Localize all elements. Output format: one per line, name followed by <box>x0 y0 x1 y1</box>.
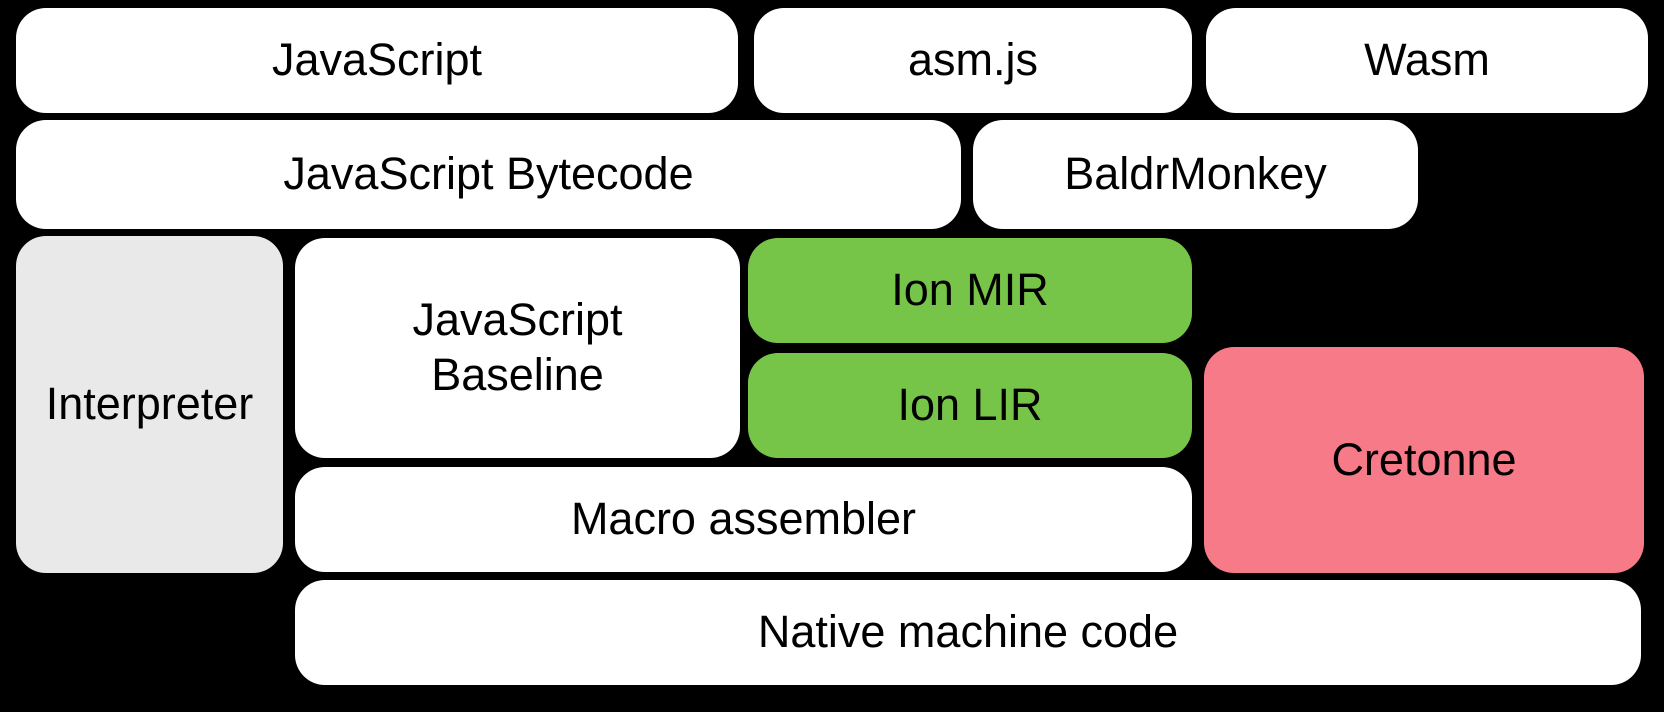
node-baldrmonkey-label: BaldrMonkey <box>1064 148 1327 200</box>
node-native-machine-code: Native machine code <box>295 580 1641 685</box>
node-javascript-label: JavaScript <box>271 34 483 86</box>
node-ion-mir-label: Ion MIR <box>891 264 1049 316</box>
node-macro-assembler-label: Macro assembler <box>570 493 917 545</box>
node-ion-lir: Ion LIR <box>748 353 1192 458</box>
node-macro-assembler: Macro assembler <box>295 467 1192 572</box>
node-interpreter: Interpreter <box>16 236 283 573</box>
node-ion-mir: Ion MIR <box>748 238 1192 343</box>
node-cretonne-label: Cretonne <box>1331 433 1517 485</box>
node-baldrmonkey: BaldrMonkey <box>973 120 1418 229</box>
node-interpreter-label: Interpreter <box>45 378 254 430</box>
node-cretonne: Cretonne <box>1204 347 1644 573</box>
node-asmjs: asm.js <box>754 8 1192 113</box>
node-wasm: Wasm <box>1206 8 1648 113</box>
node-javascript-baseline-label: JavaScript Baseline <box>412 294 623 400</box>
node-native-machine-code-label: Native machine code <box>757 606 1179 658</box>
node-javascript: JavaScript <box>16 8 738 113</box>
node-javascript-bytecode: JavaScript Bytecode <box>16 120 961 229</box>
node-ion-lir-label: Ion LIR <box>897 379 1043 431</box>
node-wasm-label: Wasm <box>1364 34 1490 86</box>
node-javascript-bytecode-label: JavaScript Bytecode <box>283 148 694 200</box>
node-javascript-baseline: JavaScript Baseline <box>295 238 740 458</box>
node-asmjs-label: asm.js <box>907 34 1038 86</box>
